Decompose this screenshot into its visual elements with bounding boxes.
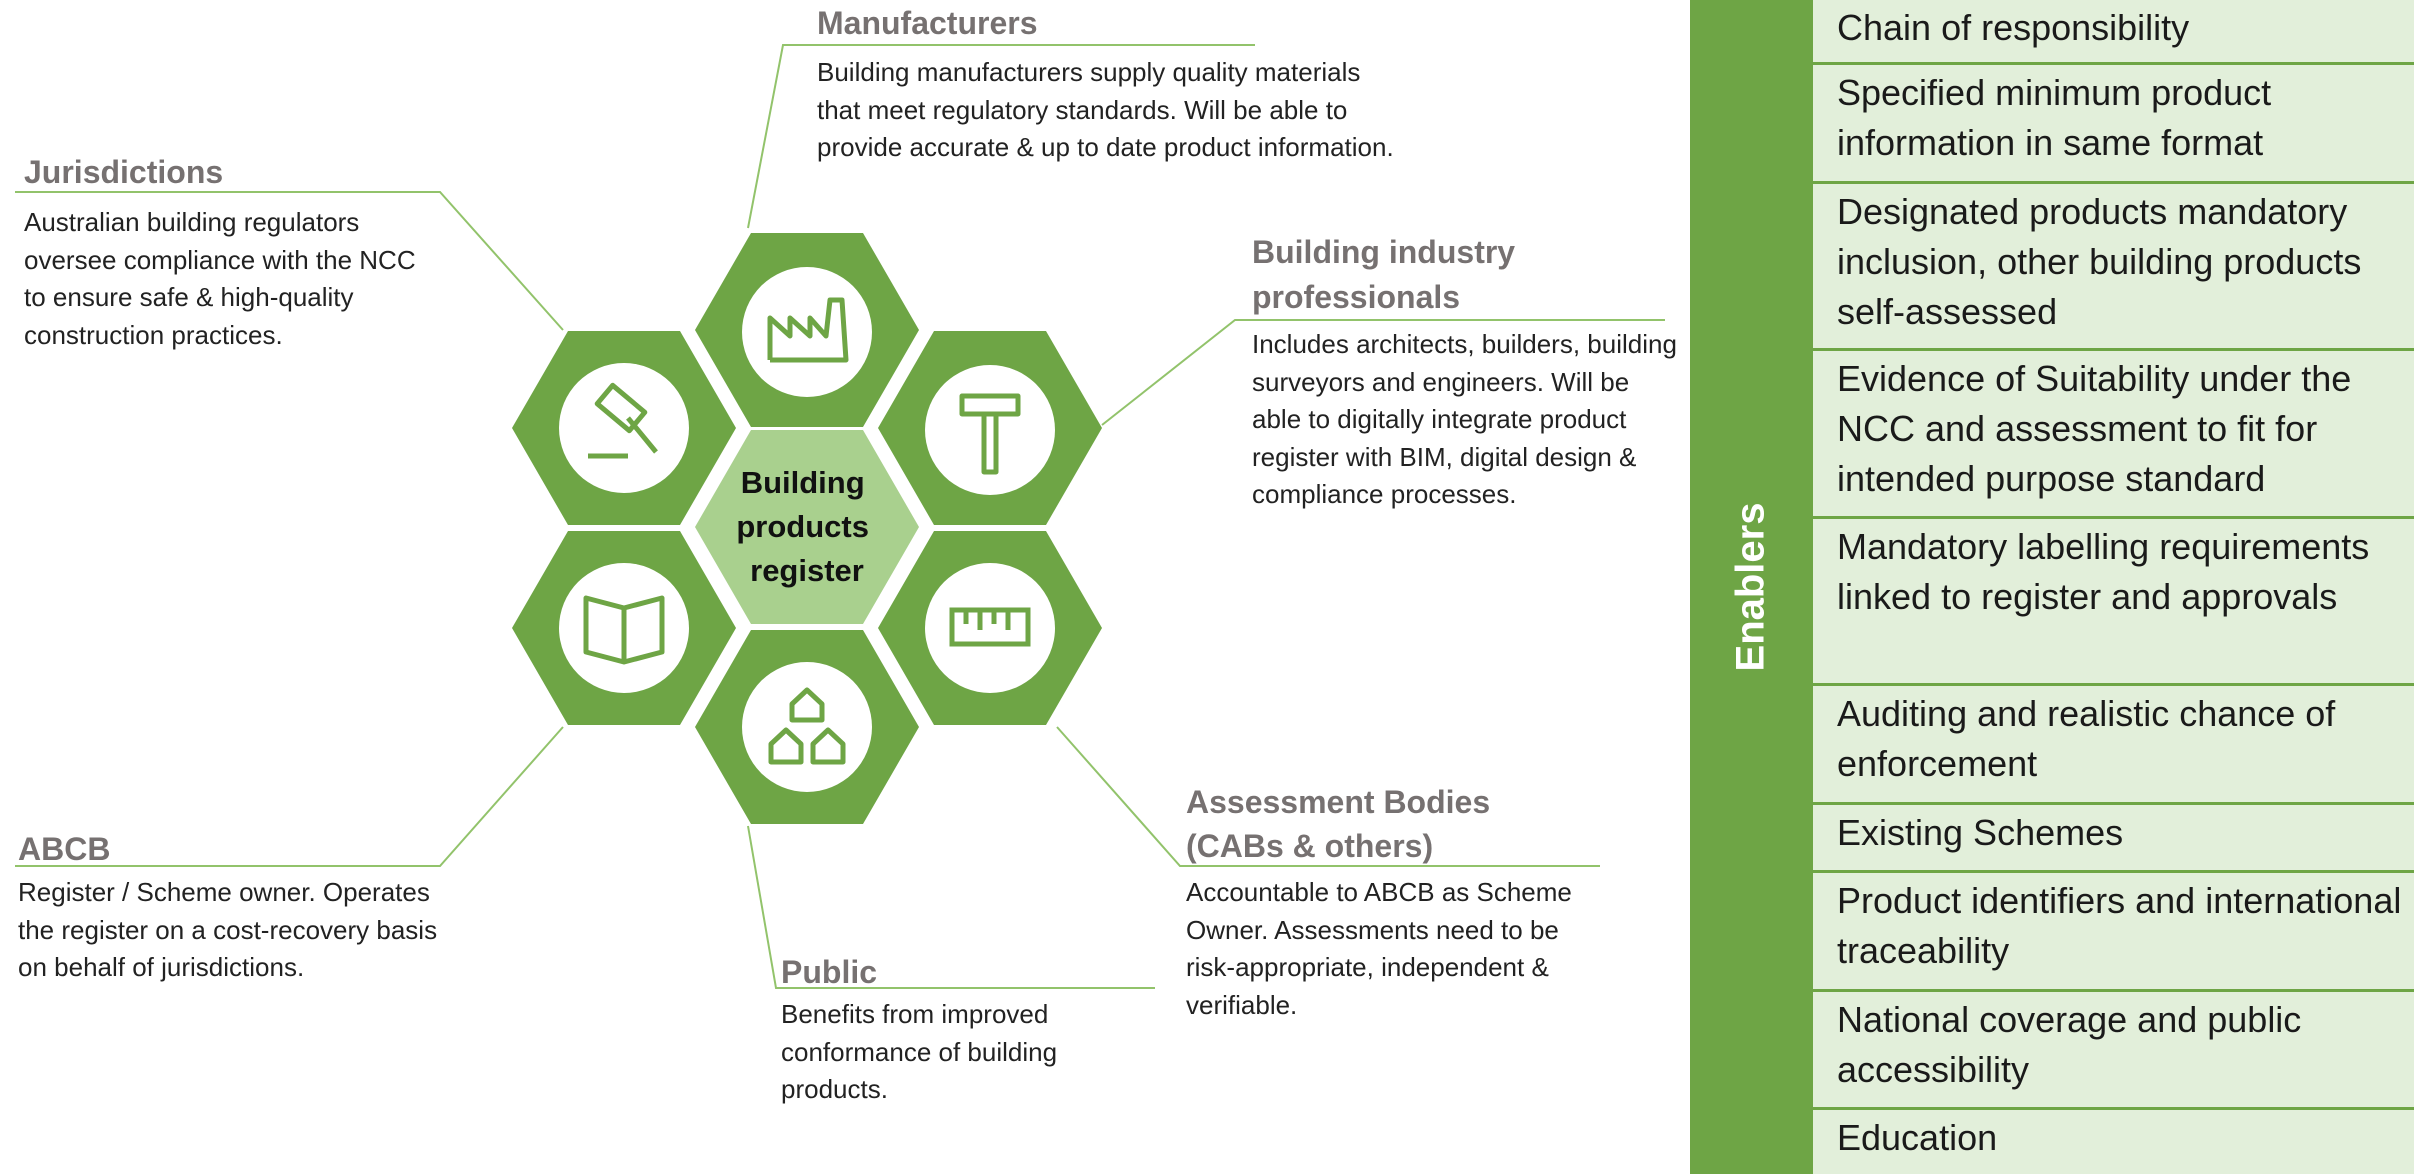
gavel-icon	[588, 382, 658, 459]
enabler-item: Auditing and realistic chance of enforce…	[1813, 683, 2414, 802]
enablers-bar	[1690, 0, 1813, 1174]
factory-icon	[767, 297, 849, 363]
description-abcb: Register / Scheme owner. Operates the re…	[18, 877, 438, 982]
heading-public: Public	[781, 954, 877, 990]
hex-center	[695, 430, 919, 624]
enabler-item: Chain of responsibility	[1813, 0, 2414, 62]
leader-line-manufacturers	[747, 44, 1255, 229]
heading-abcb-line-1: ABCB	[18, 831, 110, 867]
heading-assessment-line-1: Assessment Bodies	[1186, 784, 1490, 820]
hammer-icon	[959, 393, 1021, 475]
stakeholder-diagram: Building products register Manufacturers…	[15, 5, 1665, 990]
heading-public-line-1: Public	[781, 954, 877, 990]
description-jurisdictions: Australian building regulators oversee c…	[24, 207, 416, 350]
heading-assessment-line-2: (CABs & others)	[1186, 828, 1433, 864]
enabler-item: Specified minimum product information in…	[1813, 62, 2414, 181]
ruler-icon	[949, 607, 1031, 647]
heading-professionals-line-2: professionals	[1252, 279, 1460, 315]
center-label-line-3: register	[750, 553, 864, 588]
enabler-item: National coverage and public accessibili…	[1813, 989, 2414, 1107]
heading-jurisdictions-line-1: Jurisdictions	[24, 154, 223, 190]
houses-icon	[768, 687, 846, 765]
center-label-line-2: products	[736, 509, 869, 544]
heading-professionals-line-1: Building industry	[1252, 234, 1515, 270]
enabler-item: Designated products mandatory inclusion,…	[1813, 181, 2414, 348]
enabler-item: Product identifiers and international tr…	[1813, 870, 2414, 989]
heading-abcb: ABCB	[18, 831, 110, 867]
center-label-line-1: Building	[741, 465, 865, 500]
leader-line-professionals	[1101, 319, 1665, 426]
enabler-item: Mandatory labelling requirements linked …	[1813, 516, 2414, 683]
description-professionals: Includes architects, builders, building …	[1252, 329, 1677, 509]
heading-jurisdictions: Jurisdictions	[24, 154, 223, 190]
heading-manufacturers-line-1: Manufacturers	[817, 5, 1038, 41]
enabler-item: Evidence of Suitability under the NCC an…	[1813, 348, 2414, 516]
center-label: Building products register	[736, 465, 877, 588]
enabler-item: Education	[1813, 1107, 2414, 1174]
leader-line-abcb	[15, 726, 564, 867]
heading-manufacturers: Manufacturers	[817, 5, 1038, 41]
heading-professionals: Building industry professionals	[1252, 234, 1524, 315]
leader-line-jurisdictions	[15, 191, 564, 331]
description-manufacturers: Building manufacturers supply quality ma…	[817, 57, 1394, 162]
heading-assessment-bodies: Assessment Bodies (CABs & others)	[1186, 784, 1499, 864]
leader-line-public	[747, 825, 1155, 989]
description-public: Benefits from improved conformance of bu…	[781, 999, 1058, 1104]
book-icon	[583, 595, 665, 665]
enablers-title: Enablers	[1728, 502, 1773, 672]
leader-line-assessment	[1056, 726, 1600, 867]
description-assessment-bodies: Accountable to ABCB as Scheme Owner. Ass…	[1186, 877, 1572, 1020]
enablers-list: Chain of responsibility Specified minimu…	[1813, 0, 2414, 1174]
enabler-item: Existing Schemes	[1813, 802, 2414, 870]
